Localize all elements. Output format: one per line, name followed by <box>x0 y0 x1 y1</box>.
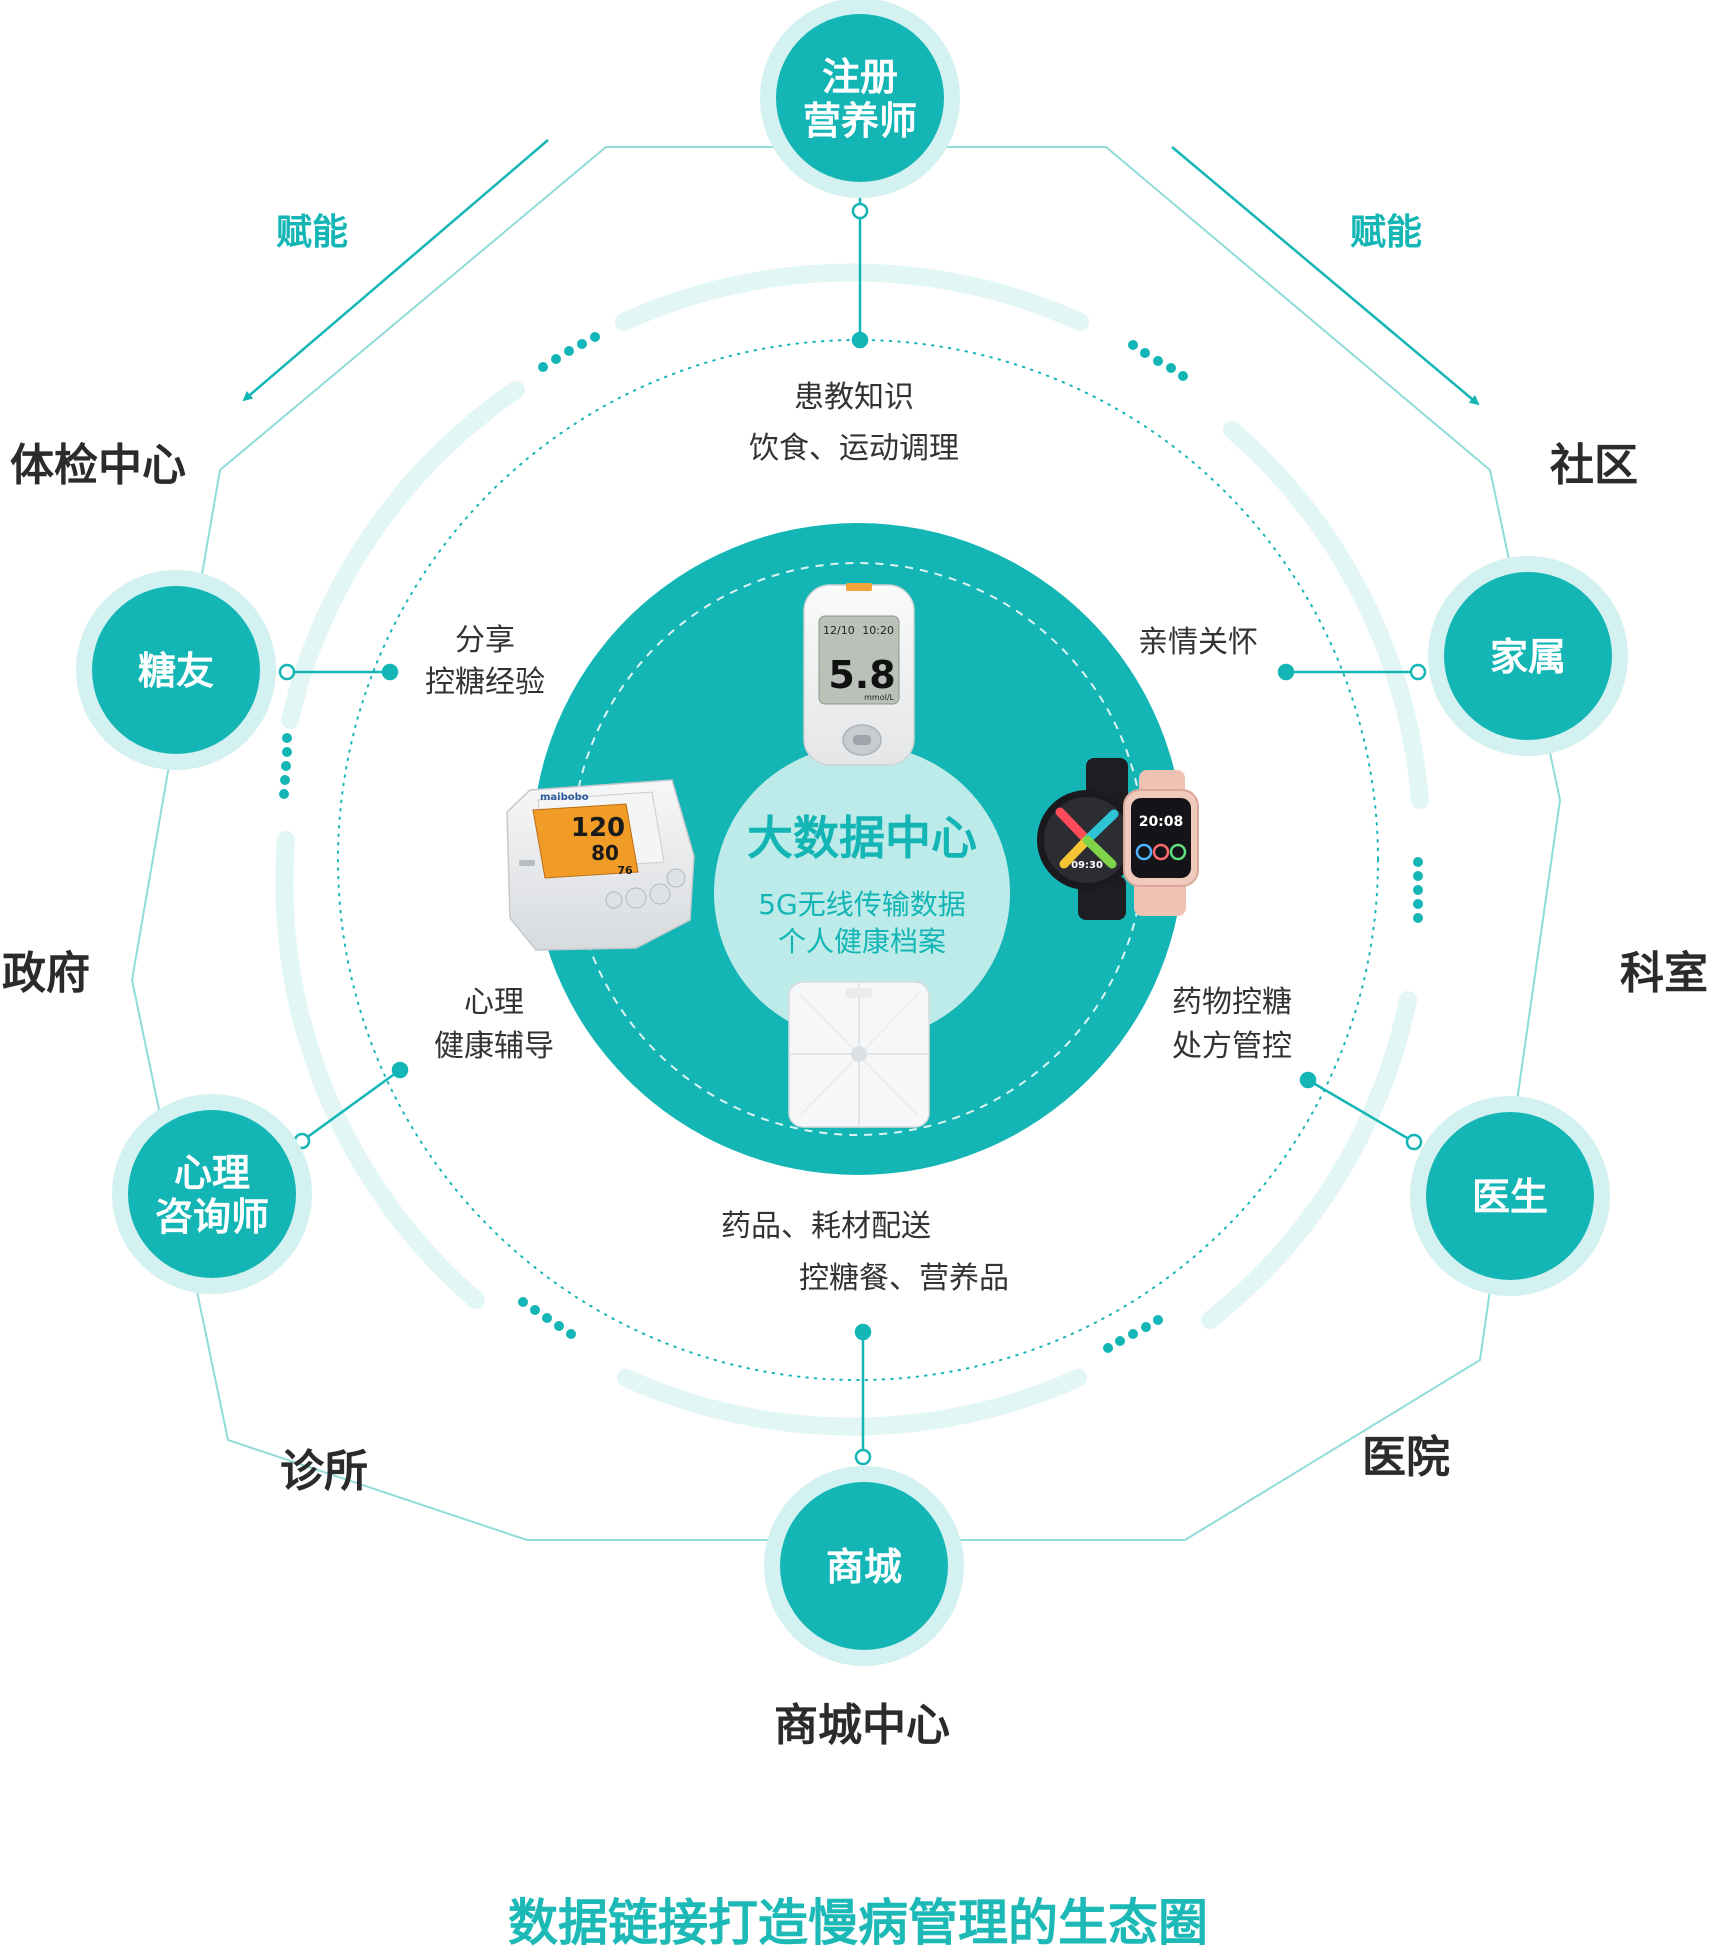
glucose-reading: 5.8 <box>828 653 895 697</box>
bp-sys: 120 <box>571 813 625 843</box>
role-psychologist-line1: 心理 <box>174 1151 250 1195</box>
empower-label-right: 赋能 <box>1350 212 1422 253</box>
role-nutritionist-line2: 营养师 <box>803 99 917 143</box>
service-delivery-line2: 控糖餐、营养品 <box>799 1261 1009 1296</box>
service-education-line2: 饮食、运动调理 <box>749 431 959 466</box>
role-nutritionist[interactable]: 注册 营养师 <box>760 0 960 198</box>
role-family-label: 家属 <box>1490 635 1566 679</box>
role-mall[interactable]: 商城 <box>764 1466 964 1666</box>
watch-round-time: 09:30 <box>1071 860 1103 871</box>
footer-title: 数据链接打造慢病管理的生态圈 <box>508 1894 1208 1952</box>
glucose-time-left: 12/10 <box>823 624 855 637</box>
empower-label-left: 赋能 <box>276 212 348 253</box>
institution-department: 科室 <box>1620 948 1708 999</box>
service-medication-line2: 处方管控 <box>1172 1029 1292 1064</box>
institution-physical-exam: 体检中心 <box>10 440 186 491</box>
role-diabetes-friend-label: 糖友 <box>138 649 214 693</box>
core-inner-disc <box>714 745 1010 1041</box>
service-sharing-line2: 控糖经验 <box>425 665 545 700</box>
core-title: 大数据中心 <box>747 811 977 865</box>
outer-network-outline <box>130 146 1562 1541</box>
body-scale <box>788 981 930 1128</box>
institution-government: 政府 <box>2 948 90 999</box>
role-diabetes-friend[interactable]: 糖友 <box>76 570 276 770</box>
glucose-unit: mmol/L <box>864 693 894 702</box>
pale-ring <box>275 263 1429 1436</box>
watch-square-time: 20:08 <box>1139 814 1184 830</box>
service-medication-line1: 药物控糖 <box>1172 985 1292 1020</box>
service-care: 亲情关怀 <box>1138 625 1258 660</box>
bp-monitor: maibobo 120 80 76 <box>506 779 695 951</box>
bp-brand: maibobo <box>540 792 589 803</box>
service-labels: 患教知识 饮食、运动调理 分享 控糖经验 亲情关怀 心理 健康辅导 药物控糖 处… <box>425 380 1292 1296</box>
glucose-meter: 12/10 10:20 5.8 mmol/L <box>803 583 915 766</box>
dot-clusters <box>279 332 1423 1353</box>
role-doctor-label: 医生 <box>1472 1175 1548 1219</box>
role-psychologist-line2: 咨询师 <box>155 1195 269 1239</box>
role-family[interactable]: 家属 <box>1428 556 1628 756</box>
institution-clinic: 诊所 <box>280 1446 368 1497</box>
institution-mall-center: 商城中心 <box>774 1700 950 1751</box>
service-counseling-line2: 健康辅导 <box>434 1029 554 1064</box>
core-line2: 个人健康档案 <box>778 925 946 958</box>
connectors <box>278 186 1427 1466</box>
role-doctor[interactable]: 医生 <box>1410 1096 1610 1296</box>
service-sharing-line1: 分享 <box>455 623 515 658</box>
service-education-line1: 患教知识 <box>794 380 914 415</box>
bp-pulse: 76 <box>617 864 633 877</box>
role-psychologist[interactable]: 心理 咨询师 <box>112 1094 312 1294</box>
bp-dia: 80 <box>591 841 619 865</box>
smartwatch-pair: 09:30 20:08 <box>1037 758 1199 920</box>
empower-arrow-left <box>242 139 549 402</box>
role-nutritionist-line1: 注册 <box>822 55 898 99</box>
glucose-time-right: 10:20 <box>862 624 894 637</box>
empower-arrow-right <box>1171 146 1480 406</box>
service-delivery-line1: 药品、耗材配送 <box>721 1209 931 1244</box>
institution-labels: 体检中心 社区 政府 科室 诊所 医院 商城中心 <box>2 440 1708 1751</box>
core-line1: 5G无线传输数据 <box>758 888 966 921</box>
role-mall-label: 商城 <box>826 1545 902 1589</box>
institution-hospital: 医院 <box>1362 1432 1450 1483</box>
service-counseling-line1: 心理 <box>464 985 524 1020</box>
institution-community: 社区 <box>1550 440 1638 491</box>
